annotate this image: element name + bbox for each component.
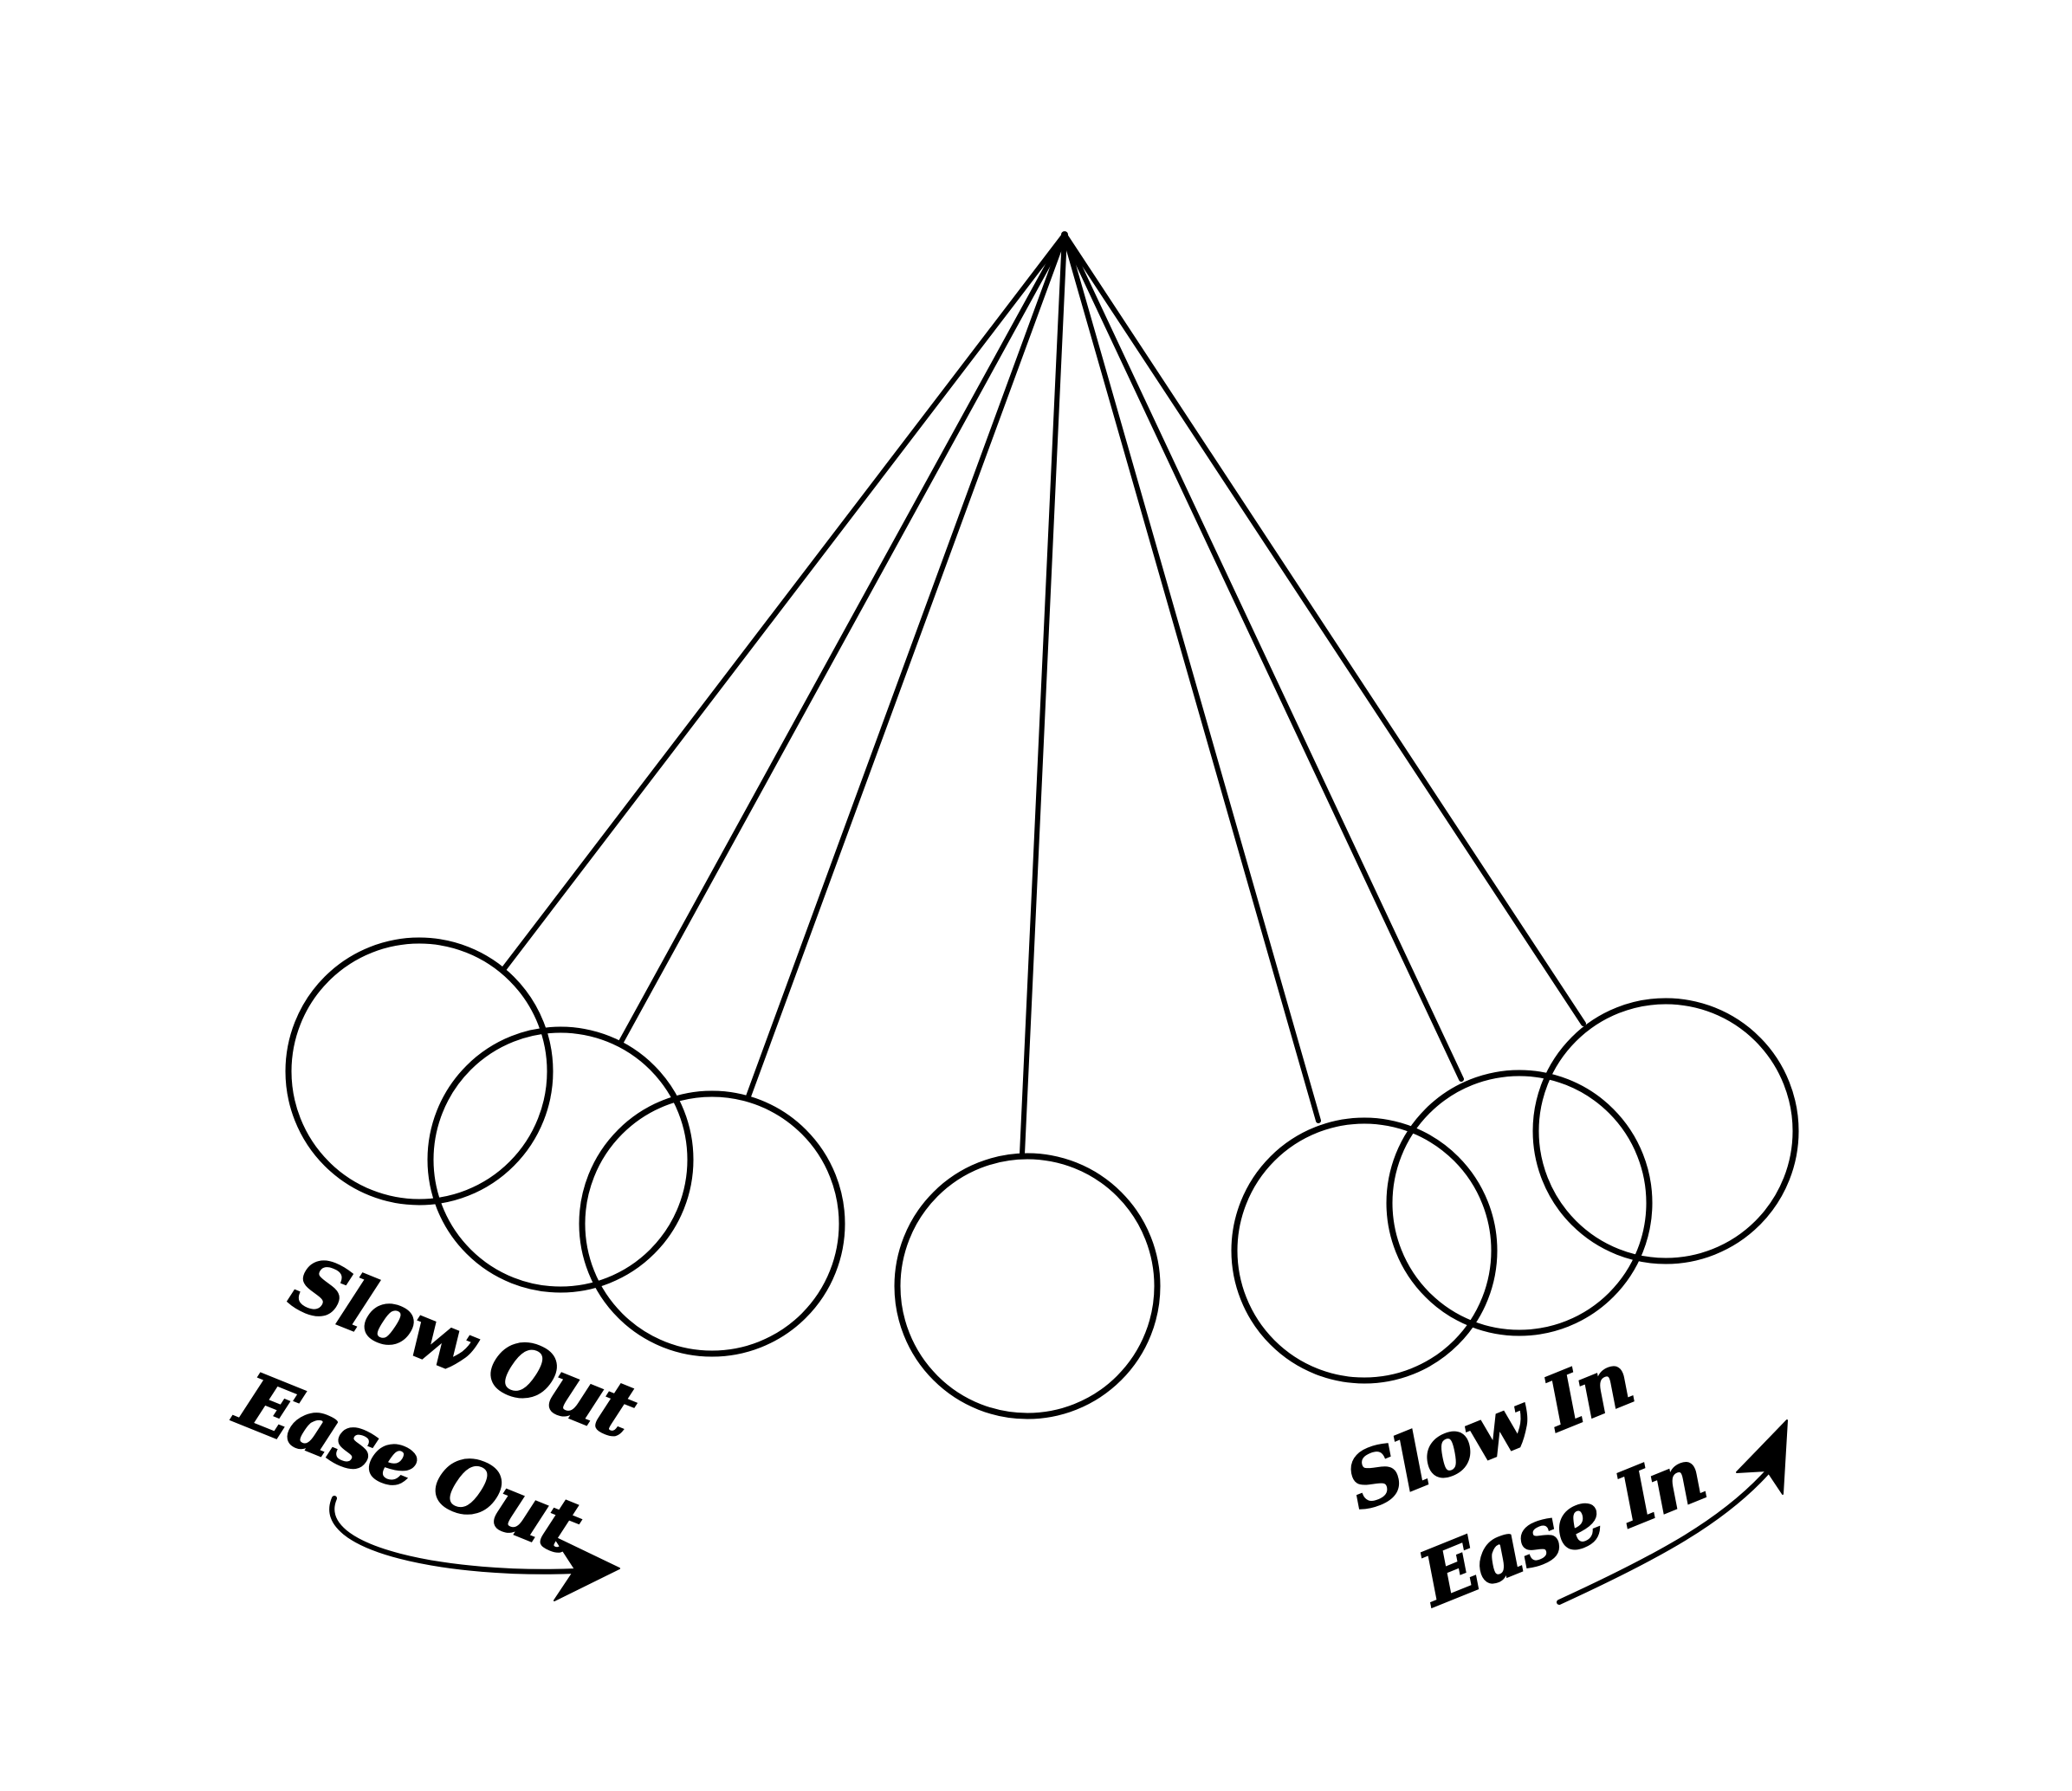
bob-3 [579, 1090, 845, 1357]
string-4 [1020, 232, 1067, 1157]
bobs [285, 937, 1799, 1419]
string-5 [1062, 232, 1321, 1123]
string-3 [746, 232, 1067, 1099]
string-1 [500, 232, 1067, 973]
pivot-point [1061, 231, 1068, 238]
bob-4 [894, 1153, 1161, 1419]
bob-2 [427, 1026, 694, 1293]
string-7 [1062, 232, 1586, 1026]
left-arrow-icon [329, 1496, 620, 1601]
strings [500, 232, 1586, 1157]
bob-5 [1231, 1117, 1498, 1384]
bob-7 [1532, 998, 1799, 1264]
right-arrow-icon [1557, 1419, 1788, 1605]
bob-1 [285, 937, 554, 1206]
string-6 [1062, 232, 1464, 1082]
string-2 [618, 232, 1067, 1044]
bob-6 [1386, 1070, 1653, 1336]
